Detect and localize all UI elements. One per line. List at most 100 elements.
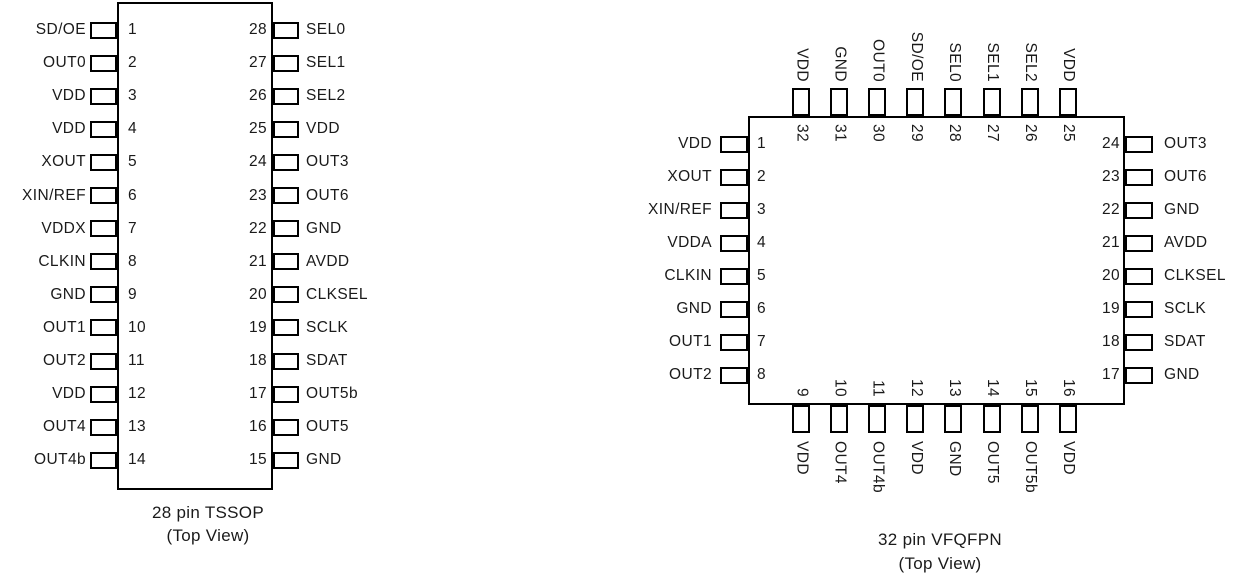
tssop-pin-label: XIN/REF (22, 186, 86, 204)
tssop-pin-lead (90, 319, 117, 337)
vfqfpn-pin-label: VDD (793, 441, 811, 475)
vfqfpn-pin-number: 22 (1101, 201, 1120, 218)
tssop-pin-number: 20 (248, 285, 267, 303)
tssop-pin-label: GND (50, 285, 86, 303)
tssop-pin-lead (273, 120, 299, 138)
vfqfpn-pin-number: 21 (1101, 234, 1120, 251)
vfqfpn-pin-lead (720, 168, 748, 186)
vfqfpn-pin-lead (720, 300, 748, 318)
vfqfpn-pin-label: SEL1 (984, 42, 1001, 82)
tssop-pin-number: 1 (128, 21, 138, 38)
vfqfpn-pin-lead (1125, 267, 1153, 285)
vfqfpn-pin-number: 30 (869, 124, 887, 143)
vfqfpn-pin-number: 26 (1022, 124, 1040, 143)
vfqfpn-caption-title: 32 pin VFQFPN (878, 530, 1002, 549)
vfqfpn-pin-label: SDAT (1164, 333, 1206, 350)
tssop-caption-view: (Top View) (166, 526, 250, 545)
vfqfpn-pin-lead (1125, 366, 1153, 384)
vfqfpn-pin-label: OUT3 (1164, 135, 1207, 152)
vfqfpn-pin-label: XIN/REF (648, 201, 712, 218)
tssop-pin-number: 17 (248, 385, 267, 403)
vfqfpn-pin-number: 9 (793, 387, 811, 397)
tssop-pin-lead (90, 120, 117, 138)
vfqfpn-pin-label: GND (1164, 201, 1200, 218)
tssop-pin-label: OUT5 (306, 418, 349, 436)
tssop-pin-number: 3 (128, 87, 138, 105)
vfqfpn-pin-number: 18 (1101, 333, 1120, 350)
tssop-pin-label: VDD (52, 87, 86, 105)
tssop-pin-lead (273, 187, 299, 204)
vfqfpn-pin-label: GND (676, 300, 712, 317)
vfqfpn-pin-lead (944, 88, 963, 116)
vfqfpn-pin-lead (906, 405, 925, 433)
vfqfpn-pin-lead (944, 405, 963, 433)
vfqfpn-pin-number: 5 (757, 267, 767, 284)
tssop-pin-number: 4 (128, 120, 138, 138)
vfqfpn-pin-label: VDD (1060, 441, 1078, 475)
vfqfpn-pin-number: 24 (1101, 135, 1120, 152)
tssop-pin-number: 15 (248, 451, 267, 469)
vfqfpn-pin-lead (792, 88, 810, 116)
tssop-pin-lead (273, 451, 299, 469)
vfqfpn-pin-lead (906, 88, 925, 116)
vfqfpn-pin-lead (830, 88, 849, 116)
tssop-pin-label: VDDX (41, 219, 86, 237)
tssop-pin-lead (90, 253, 117, 271)
tssop-pin-label: OUT6 (306, 186, 349, 204)
tssop-pin-lead (90, 54, 117, 72)
vfqfpn-pin-number: 32 (793, 124, 811, 143)
tssop-pin-number: 14 (128, 451, 147, 469)
tssop-pin-label: OUT5b (306, 385, 358, 403)
tssop-pin-number: 7 (128, 219, 138, 237)
vfqfpn-pin-number: 7 (757, 333, 767, 350)
vfqfpn-pin-label: OUT6 (1164, 168, 1207, 185)
tssop-pin-label: CLKSEL (306, 285, 368, 303)
tssop-pin-label: OUT2 (43, 352, 86, 369)
tssop-pin-number: 11 (128, 352, 145, 369)
tssop-pin-lead (273, 352, 299, 370)
tssop-pin-number: 12 (128, 385, 147, 403)
tssop-pin-lead (90, 352, 117, 370)
tssop-pin-number: 23 (248, 186, 267, 204)
tssop-pin-lead (273, 21, 299, 39)
vfqfpn-pin-label: OUT4b (869, 441, 887, 493)
vfqfpn-pin-lead (720, 267, 748, 285)
vfqfpn-pin-label: XOUT (667, 168, 712, 185)
vfqfpn-pin-number: 25 (1060, 124, 1078, 143)
vfqfpn-pin-lead (1125, 234, 1153, 252)
tssop-pin-lead (273, 54, 299, 72)
vfqfpn-pin-label: SEL2 (1022, 42, 1040, 82)
vfqfpn-pin-number: 8 (757, 366, 767, 383)
vfqfpn-pin-number: 1 (757, 135, 767, 152)
tssop-pin-lead (90, 187, 117, 204)
tssop-pin-lead (90, 418, 117, 436)
vfqfpn-pin-number: 11 (869, 380, 887, 397)
tssop-pin-label: OUT1 (43, 318, 86, 336)
vfqfpn-pin-number: 4 (757, 234, 767, 251)
tssop-pin-number: 5 (128, 153, 138, 171)
tssop-pin-number: 28 (248, 21, 267, 38)
vfqfpn-pin-lead (1020, 88, 1039, 116)
vfqfpn-pin-lead (1058, 88, 1077, 116)
vfqfpn-pin-label: OUT4 (831, 441, 849, 484)
tssop-package-outline (117, 2, 273, 490)
vfqfpn-pin-lead (1020, 405, 1039, 433)
tssop-pin-number: 9 (128, 285, 138, 303)
tssop-pin-lead (90, 220, 117, 238)
tssop-caption-title: 28 pin TSSOP (152, 503, 264, 522)
tssop-pin-number: 22 (248, 219, 267, 237)
vfqfpn-pin-label: OUT0 (869, 39, 887, 82)
vfqfpn-pin-number: 2 (757, 168, 767, 185)
vfqfpn-pin-number: 13 (945, 378, 963, 397)
vfqfpn-pin-label: AVDD (1164, 234, 1208, 251)
tssop-pin-label: SEL1 (306, 54, 346, 72)
tssop-pin-number: 8 (128, 252, 138, 270)
vfqfpn-pin-lead (982, 405, 1001, 433)
tssop-pin-number: 2 (128, 54, 138, 72)
vfqfpn-pin-label: SD/OE (907, 31, 925, 82)
tssop-pin-lead (273, 319, 299, 337)
tssop-pin-lead (273, 253, 299, 271)
tssop-pin-lead (90, 21, 117, 39)
vfqfpn-caption-view: (Top View) (898, 554, 982, 573)
